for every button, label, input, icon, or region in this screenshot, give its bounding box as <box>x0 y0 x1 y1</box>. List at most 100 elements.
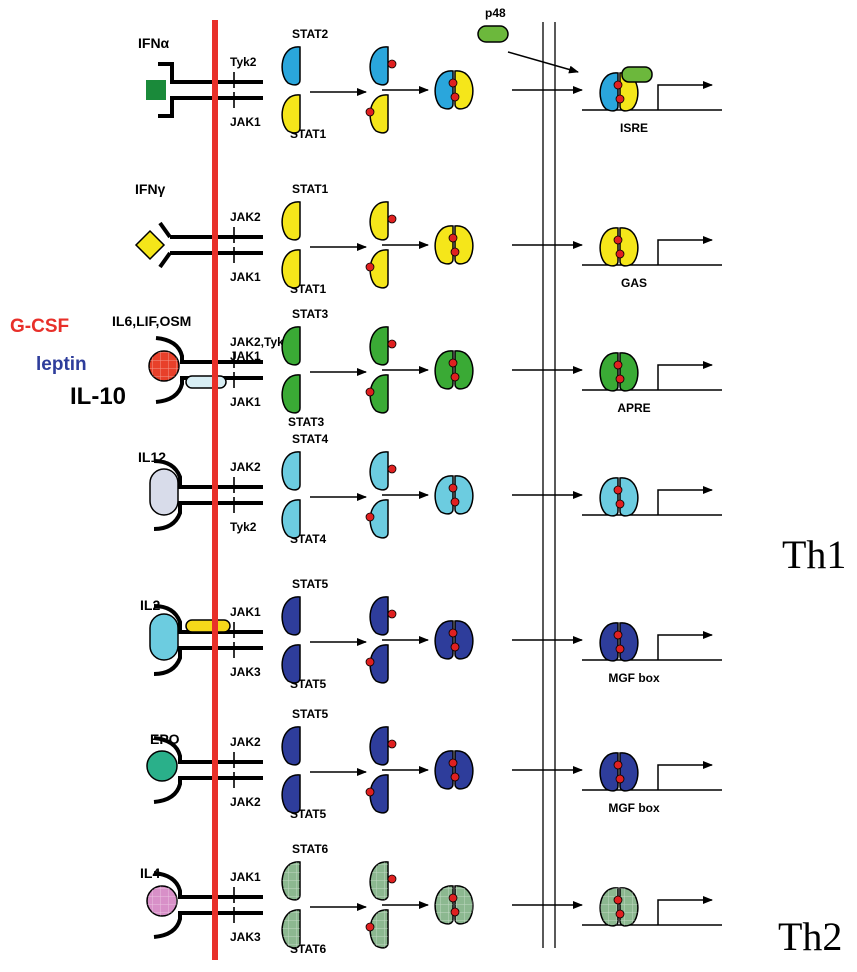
phosphate-dot <box>615 374 625 384</box>
phosphate-dot <box>448 358 458 368</box>
phospho-stat-top <box>369 201 389 241</box>
stat-dimer-left <box>434 350 454 390</box>
jak-label-top: Tyk2 <box>230 55 257 69</box>
phosphate-dot <box>365 387 375 397</box>
receptor-arm-bottom <box>153 778 182 804</box>
jak-label-bottom: Tyk2 <box>230 520 257 534</box>
stat-monomer-bottom <box>281 774 301 814</box>
phosphate-dot <box>613 760 623 770</box>
stat-label-top: STAT6 <box>292 842 329 856</box>
receptor-arm-top <box>158 62 174 82</box>
phosphate-dot <box>450 772 460 782</box>
bound-dimer-left <box>599 227 619 267</box>
ifn-alpha-ligand <box>146 80 166 100</box>
p48-bound <box>621 66 653 83</box>
stat-dimer-right-texture <box>455 885 473 924</box>
phospho-stat-top <box>369 326 389 366</box>
phosphate-dot <box>613 895 623 905</box>
stat-label-top: STAT5 <box>292 707 329 721</box>
cytokine-ligand-texture <box>149 351 179 381</box>
phosphate-dot <box>448 628 458 638</box>
th1-label: Th1 <box>782 532 846 577</box>
phosphate-dot <box>450 372 460 382</box>
stat-monomer-bottom-texture <box>282 909 300 948</box>
jak-label-top: JAK1 <box>230 870 261 884</box>
transcription-arrow <box>657 761 713 790</box>
stat-monomer-top <box>281 451 301 491</box>
gp130-chain <box>185 375 227 389</box>
phosphate-dot <box>365 107 375 117</box>
stat-dimer-right <box>454 750 474 790</box>
stat-dimer-left <box>434 475 454 515</box>
phosphate-dot <box>387 464 397 474</box>
receptor-ligand-oval <box>149 468 179 516</box>
receptor-arm-bottom <box>158 251 172 269</box>
phosphate-dot <box>387 59 397 69</box>
phosphate-dot <box>448 233 458 243</box>
phosphate-dot <box>613 360 623 370</box>
il2-gamma-chain <box>185 619 231 633</box>
bound-dimer-right <box>619 752 639 792</box>
receptor-arm-top <box>155 336 184 362</box>
phospho-stat-top-texture <box>370 861 388 900</box>
phospho-stat-bottom <box>369 94 389 134</box>
ligand-label: IL4 <box>140 865 160 881</box>
stat-dimer-left <box>434 620 454 660</box>
phosphate-dot <box>365 787 375 797</box>
g-csf-label: G-CSF <box>10 316 69 337</box>
phosphate-dot <box>615 909 625 919</box>
phosphate-dot <box>448 78 458 88</box>
stat-monomer-bottom <box>281 249 301 289</box>
receptor-arm-top <box>158 221 172 239</box>
bound-dimer-left <box>599 72 619 112</box>
stat-monomer-bottom <box>281 374 301 414</box>
phosphate-dot <box>615 774 625 784</box>
leptin-label: leptin <box>36 354 87 375</box>
th2-label: Th2 <box>778 914 842 959</box>
ligand-label: IL6,LIF,OSM <box>112 313 191 329</box>
response-element-label: MGF box <box>608 671 660 685</box>
response-element-label: APRE <box>617 401 650 415</box>
receptor-arm-top <box>153 459 182 487</box>
bound-dimer-right-texture <box>620 887 638 926</box>
phospho-stat-top <box>369 726 389 766</box>
stat-monomer-top <box>281 596 301 636</box>
cell-membrane <box>212 20 218 960</box>
phosphate-dot <box>450 497 460 507</box>
phosphate-dot <box>387 739 397 749</box>
phosphate-dot <box>387 609 397 619</box>
bound-dimer-left <box>599 622 619 662</box>
phospho-stat-bottom <box>369 774 389 814</box>
stat-monomer-top <box>281 46 301 86</box>
receptor-arm-bottom <box>153 503 182 531</box>
jak-label-top2: JAK1 <box>230 349 261 363</box>
phospho-stat-bottom <box>369 249 389 289</box>
jak-label-top: JAK1 <box>230 605 261 619</box>
receptor-arm-bottom <box>153 648 182 676</box>
ligand-label: IFNγ <box>135 181 166 197</box>
stat-dimer-left <box>434 225 454 265</box>
phosphate-dot <box>613 235 623 245</box>
phospho-stat-bottom <box>369 374 389 414</box>
ligand-label: IL2 <box>140 597 160 613</box>
phosphate-dot <box>448 758 458 768</box>
jak-label-top: JAK2 <box>230 210 261 224</box>
phosphate-dot <box>613 80 623 90</box>
phosphate-dot <box>387 339 397 349</box>
ligand-label: IFNα <box>138 35 170 51</box>
phosphate-dot <box>450 642 460 652</box>
phosphate-dot <box>365 262 375 272</box>
stat-label-top: STAT4 <box>292 432 329 446</box>
phosphate-dot <box>365 512 375 522</box>
stat-label-top: STAT1 <box>292 182 329 196</box>
p48-protein <box>477 25 509 43</box>
phosphate-dot <box>448 483 458 493</box>
stat-dimer-right <box>454 475 474 515</box>
bound-dimer-right <box>619 622 639 662</box>
stat-dimer-left <box>434 750 454 790</box>
transcription-arrow <box>657 486 713 515</box>
bound-dimer-left <box>599 352 619 392</box>
